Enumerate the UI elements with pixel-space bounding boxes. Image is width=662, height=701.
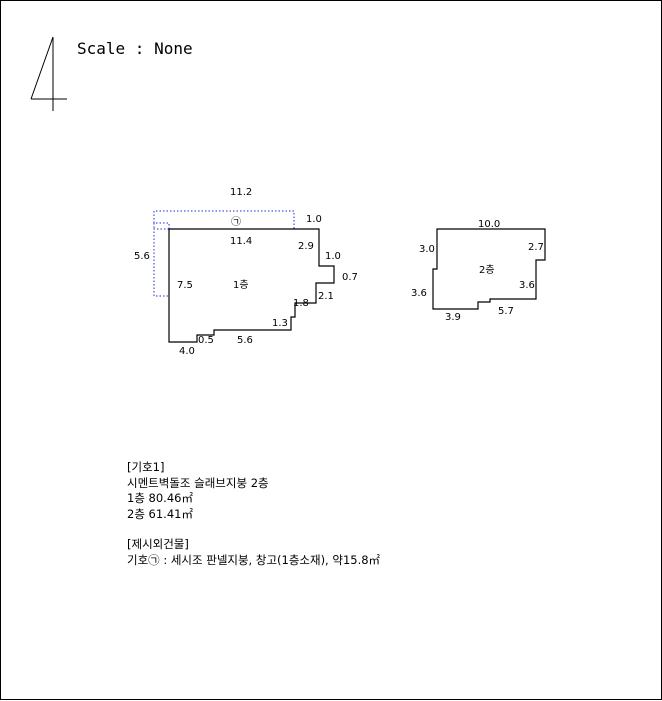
dim-label: 11.4 [230, 236, 252, 247]
dim-label: 3.9 [445, 312, 461, 323]
dim-label: 7.5 [177, 280, 193, 291]
dim-label: 3.6 [411, 288, 427, 299]
floor2-area: 2층 61.41㎡ [127, 506, 193, 521]
dim-label: 4.0 [179, 346, 195, 357]
floor1-area: 1층 80.46㎡ [127, 491, 193, 505]
annex-outline [153, 210, 295, 229]
structure-text: 시멘트벽돌조 슬래브지붕 2층 [127, 475, 269, 490]
dim-label: 5.6 [134, 251, 150, 262]
floor1-label: 1층 [233, 279, 249, 291]
dim-label: 5.6 [237, 335, 253, 346]
floor2-label: 2층 [479, 264, 495, 276]
excluded-building-item: 기호㉠ : 세시조 판넬지붕, 창고(1층소재), 약15.8㎡ [127, 552, 381, 567]
dim-label: 11.2 [230, 187, 252, 198]
dim-label: 1.0 [325, 251, 341, 262]
spacer [127, 522, 380, 537]
building-notes: [기호1] 시멘트벽돌조 슬래브지붕 2층 1층 80.46㎡ 2층 61.41… [127, 460, 380, 568]
north-arrow-icon [30, 36, 67, 111]
dim-label: 3.6 [519, 280, 535, 291]
floor2-outline [432, 228, 546, 310]
dim-label: 1.0 [306, 214, 322, 225]
scale-label: Scale : None [77, 39, 193, 58]
dim-label: 10.0 [478, 219, 500, 230]
dim-label: 0.5 [198, 335, 214, 346]
floor1-outline [168, 228, 335, 343]
symbol1-header: [기호1] [127, 460, 165, 474]
annex-outline-left [153, 228, 169, 297]
excluded-building-header: [제시외건물] [127, 537, 189, 551]
annex-mark: ㉠ [231, 216, 241, 228]
dim-label: 2.7 [528, 242, 544, 253]
dim-label: 1.8 [293, 298, 309, 309]
dim-label: 3.0 [419, 244, 435, 255]
dim-label: 5.7 [498, 306, 514, 317]
dim-label: 2.1 [318, 291, 334, 302]
dim-label: 0.7 [342, 272, 358, 283]
dim-label: 2.9 [298, 241, 314, 252]
dim-label: 1.3 [272, 318, 288, 329]
